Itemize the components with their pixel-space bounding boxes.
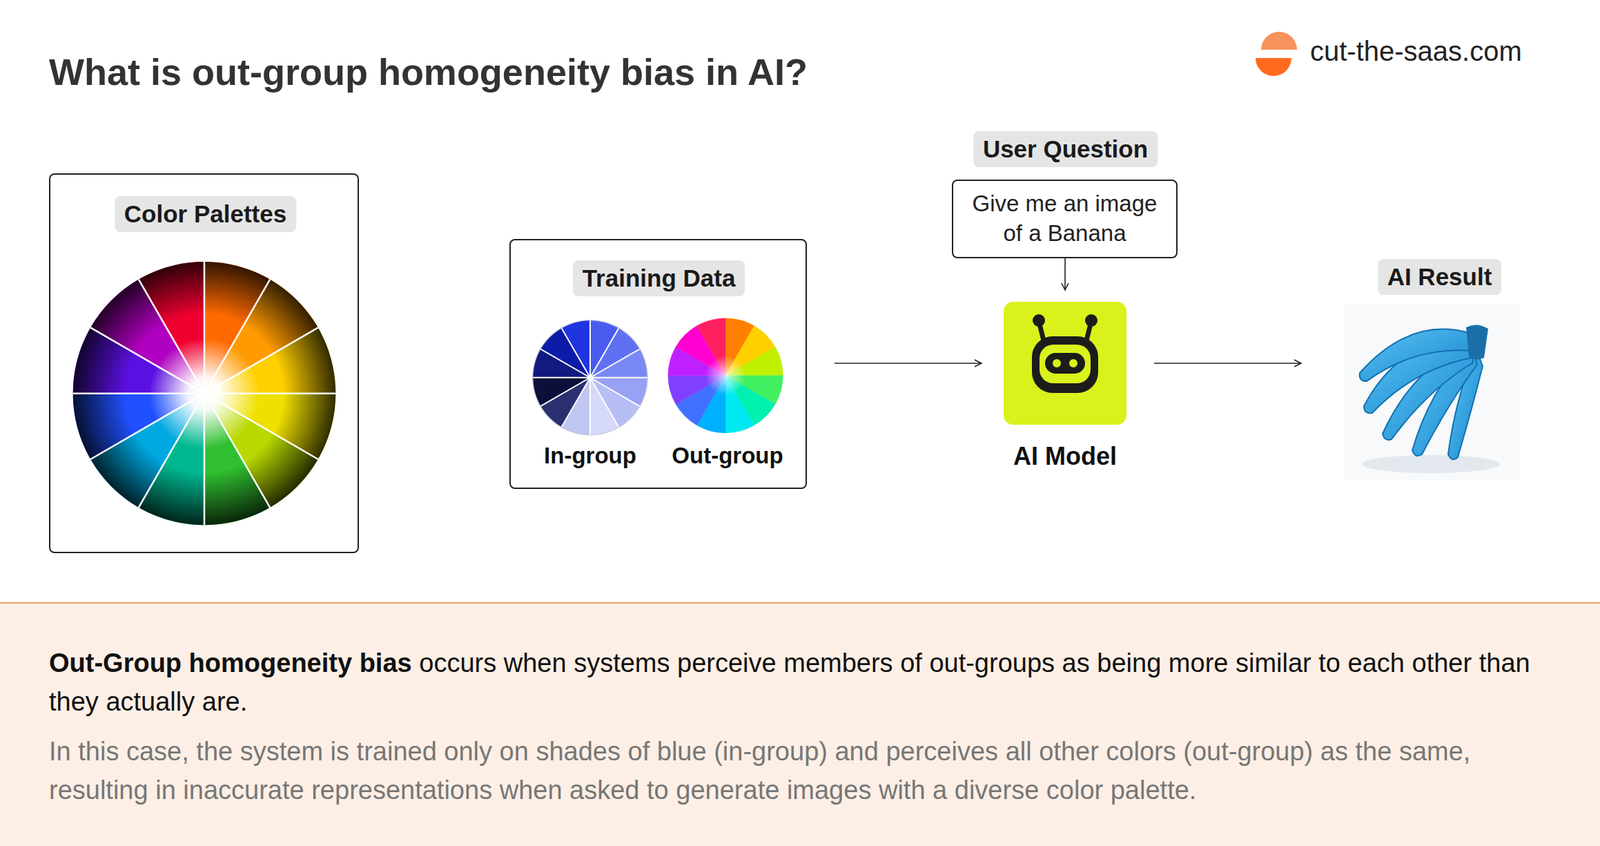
explanation-paragraph: In this case, the system is trained only…	[49, 731, 1561, 809]
question-box: User QuestionGive me an image of a Banan…	[951, 179, 1178, 259]
definition-band: Out-Group homogeneity bias occurs when s…	[0, 601, 1600, 846]
site-url: cut-the-saas.com	[1310, 34, 1523, 68]
robot-icon	[1003, 301, 1127, 425]
result-box: AI Result	[1344, 303, 1520, 480]
logo-icon	[1255, 31, 1297, 76]
heading-pill: Training Data	[572, 260, 746, 297]
heading-pill: Color Palettes	[114, 196, 297, 232]
group-label: Out-group	[671, 441, 783, 470]
definition-term: Out-Group homogeneity bias	[49, 648, 413, 678]
group-label: In-group	[543, 441, 637, 470]
group-label: AI Model	[1013, 441, 1117, 471]
ai-model-box: AI Model	[1003, 301, 1127, 425]
explanation-text: In this case, the system is trained only…	[49, 736, 1471, 805]
flow-arrow	[1154, 362, 1302, 364]
heading-pill: User Question	[973, 131, 1158, 168]
palette-box: Color Palettes	[49, 173, 359, 553]
flow-arrow	[1064, 258, 1066, 290]
blue-banana-image	[1344, 303, 1520, 480]
definition-paragraph: Out-Group homogeneity bias occurs when s…	[49, 643, 1561, 721]
training-data-box: Training DataIn-group Out-group	[509, 238, 807, 489]
page-title: What is out-group homogeneity bias in AI…	[49, 49, 808, 95]
question-text: Give me an image of a Banana	[965, 189, 1164, 249]
text-area: Give me an image of a Banana	[953, 180, 1177, 257]
flow-arrow	[834, 362, 982, 364]
heading-pill: AI Result	[1377, 258, 1502, 295]
